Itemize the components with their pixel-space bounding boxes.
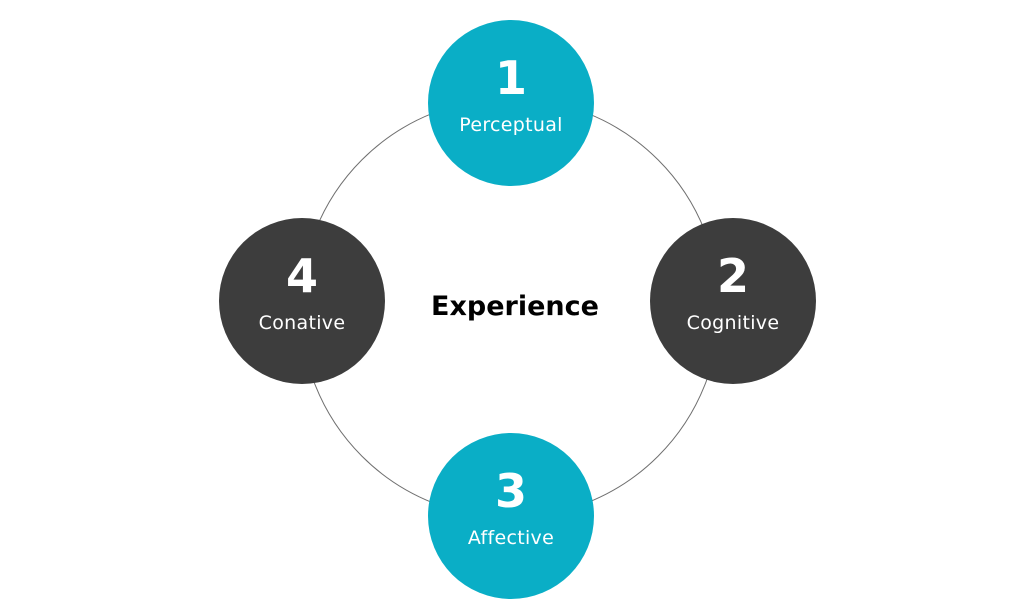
stage-label: Conative bbox=[258, 312, 346, 334]
stage-number: 2 bbox=[716, 249, 749, 303]
stage-node-conative: 4 Conative bbox=[219, 218, 385, 384]
stage-node-affective: 3 Affective bbox=[428, 433, 594, 599]
stage-node-cognitive: 2 Cognitive bbox=[650, 218, 816, 384]
stage-label: Cognitive bbox=[686, 312, 780, 334]
stage-number: 3 bbox=[494, 464, 527, 518]
center-title: Experience bbox=[431, 291, 599, 322]
stage-label: Affective bbox=[467, 527, 555, 549]
stage-label: Perceptual bbox=[459, 114, 563, 136]
stage-number: 4 bbox=[285, 249, 318, 303]
stage-number: 1 bbox=[494, 51, 527, 105]
stage-node-perceptual: 1 Perceptual bbox=[428, 20, 594, 186]
